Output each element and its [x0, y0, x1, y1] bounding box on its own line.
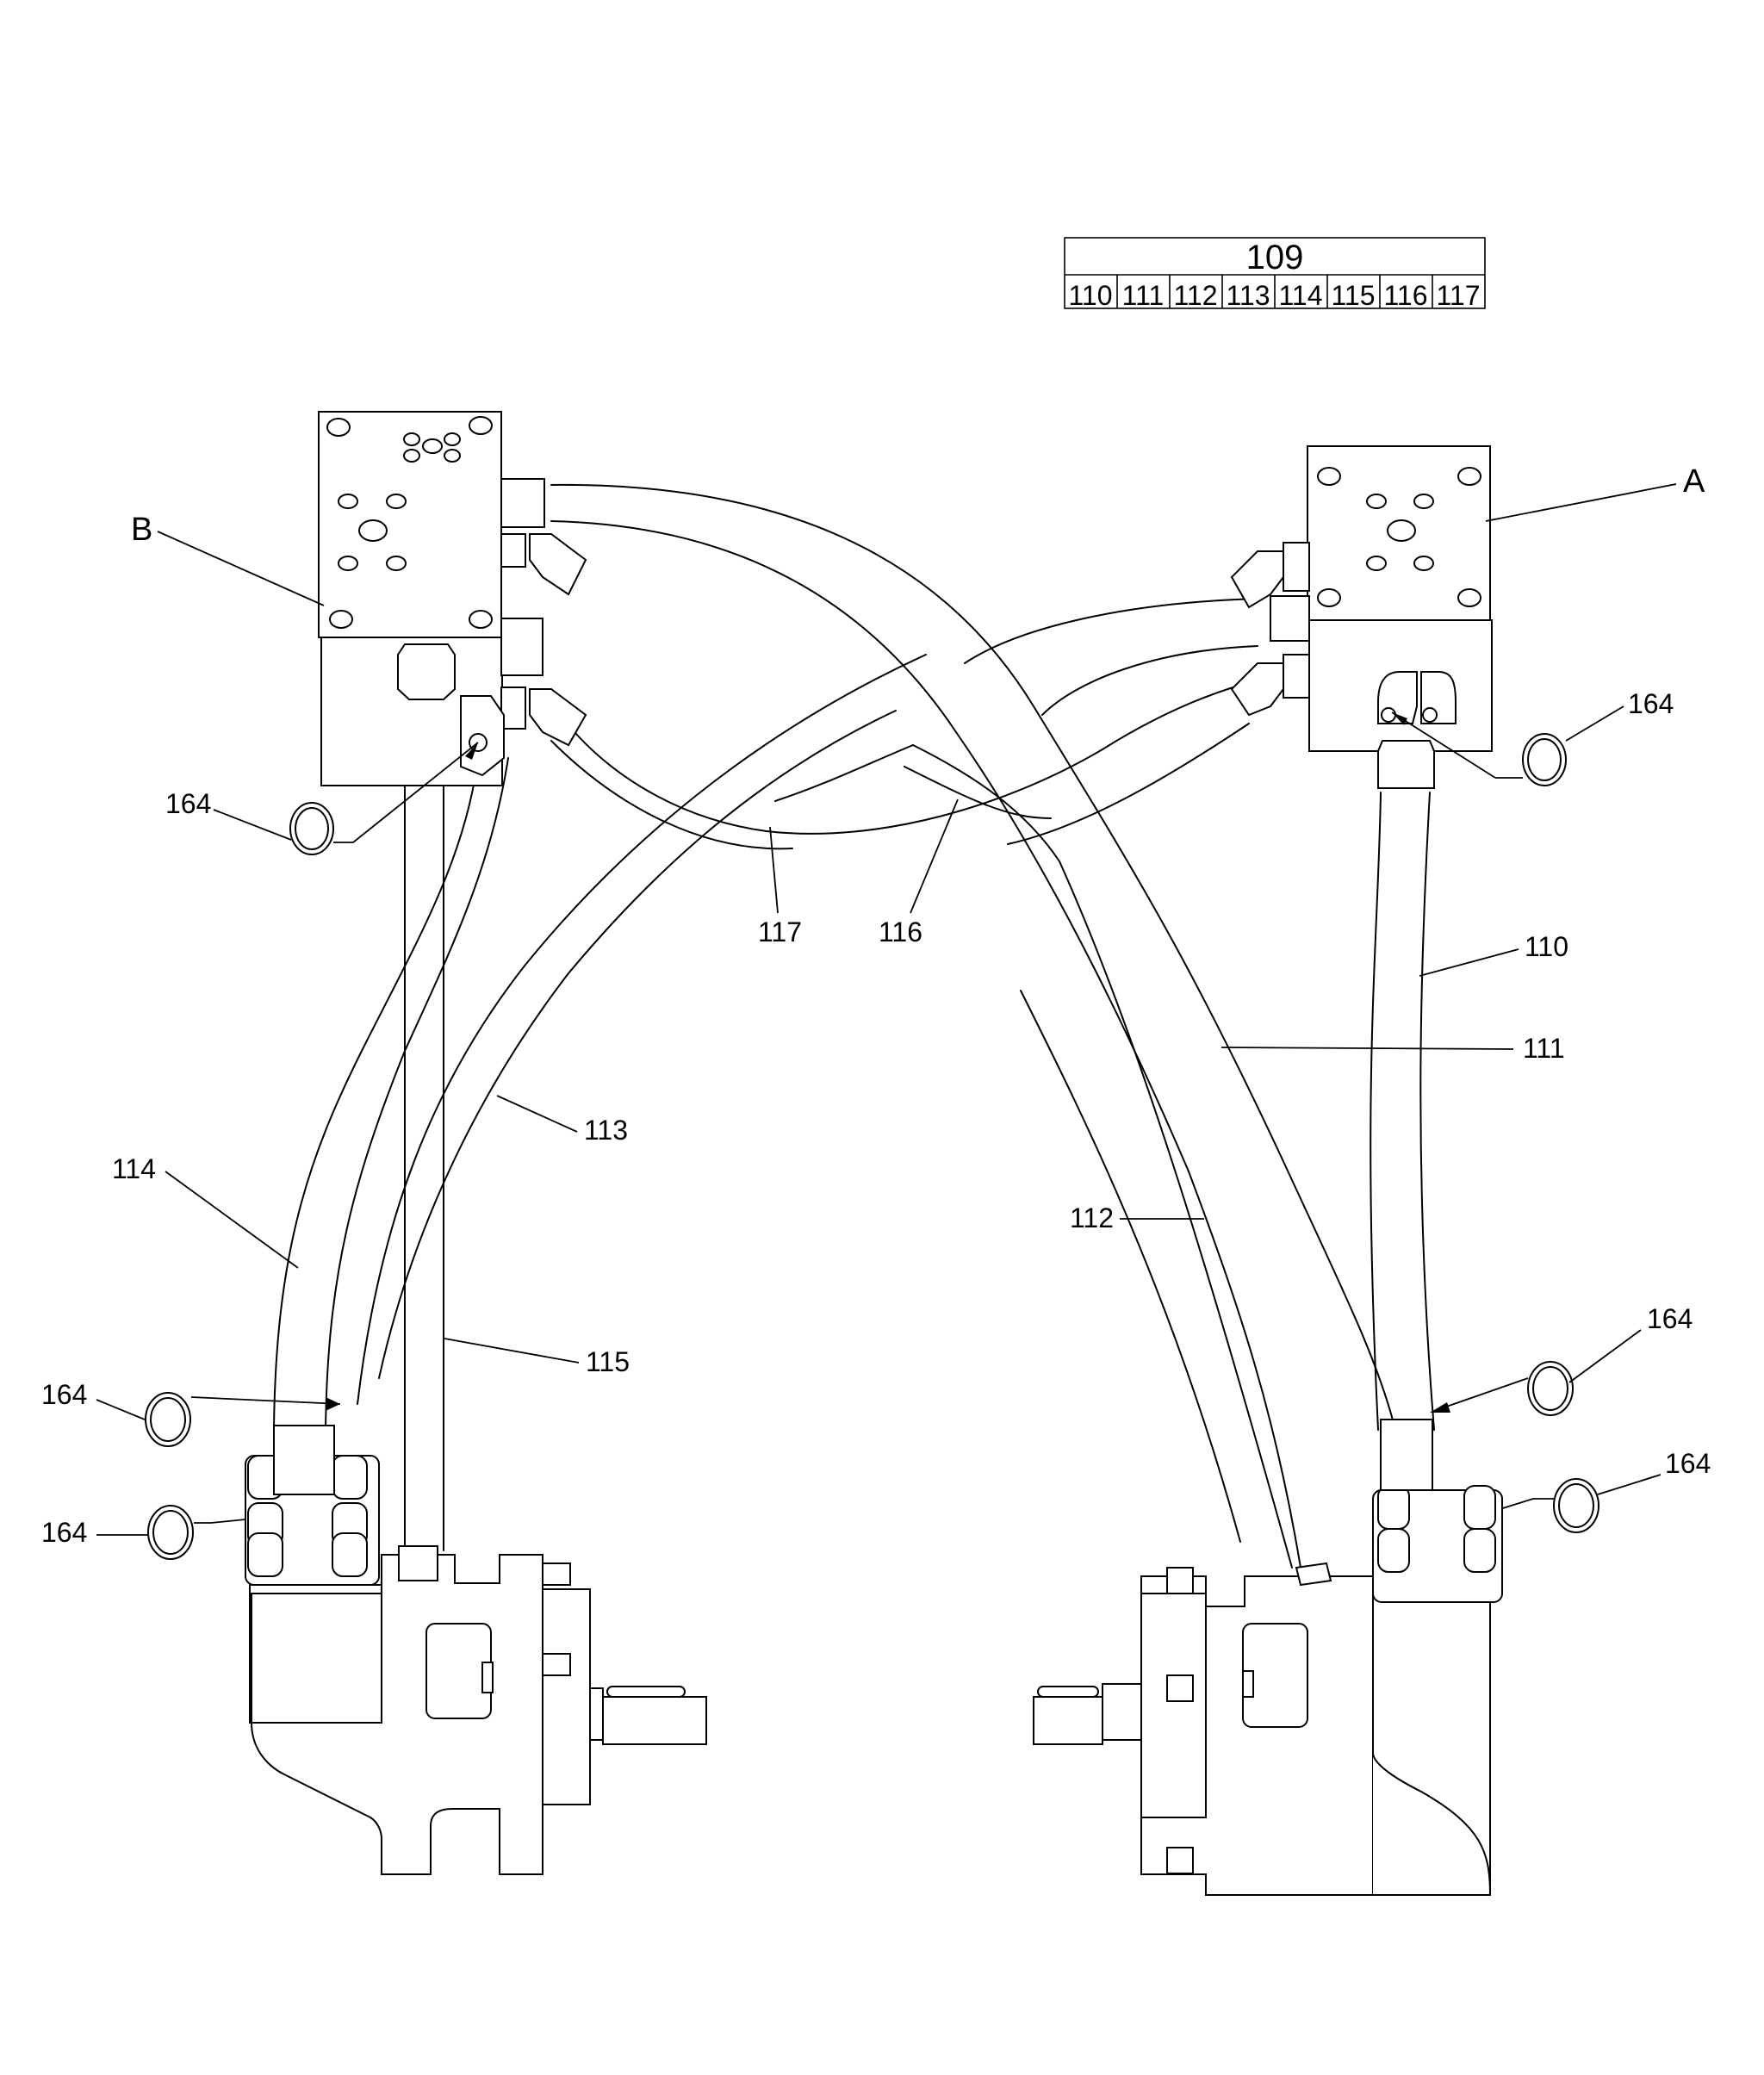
callout-b-leader	[157, 531, 325, 606]
callout-114: 114	[112, 1153, 156, 1184]
kit-table: 109 110 111 112 113 114 115 116 117	[1064, 237, 1486, 311]
pump-left[interactable]	[245, 1425, 707, 1875]
kit-table-cell: 110	[1068, 280, 1112, 311]
kit-table-cell: 116	[1383, 280, 1427, 311]
hoses	[273, 483, 1435, 1569]
callout-a: A	[1683, 463, 1705, 500]
kit-table-header: 109	[1246, 239, 1304, 276]
hose-116	[774, 598, 1258, 819]
pump-left-window	[425, 1623, 492, 1719]
o-ring-164-left-lower[interactable]	[147, 1505, 194, 1560]
valve-block-a-top	[1307, 445, 1491, 621]
valve-block-b[interactable]	[318, 411, 587, 786]
callout-b: B	[131, 512, 152, 548]
valve-block-a[interactable]	[1230, 445, 1493, 789]
hose-113	[357, 654, 927, 1405]
callout-164: 164	[41, 1379, 87, 1410]
hose-111	[550, 483, 1396, 1569]
kit-table-cell: 117	[1436, 280, 1480, 311]
callout-111: 111	[1523, 1033, 1565, 1064]
callout-164: 164	[1647, 1303, 1693, 1334]
kit-table-cell: 115	[1331, 280, 1375, 311]
callout-164: 164	[41, 1517, 87, 1548]
callout-164: 164	[1628, 688, 1674, 719]
callout-115: 115	[586, 1346, 630, 1377]
hose-112	[912, 744, 1293, 1569]
o-ring-164-right-block[interactable]	[1522, 733, 1567, 786]
callout-112: 112	[1070, 1202, 1114, 1233]
kit-table-cell: 114	[1278, 280, 1322, 311]
kit-table-cell: 112	[1173, 280, 1217, 311]
callouts: 110 111 112 113 114 115 116 117	[112, 798, 1568, 1377]
callout-a-leader	[1485, 483, 1677, 522]
kit-table-cell: 111	[1122, 280, 1165, 311]
o-ring-164-right-upper[interactable]	[1527, 1361, 1574, 1416]
hose-115	[404, 654, 444, 1551]
hose-117	[550, 680, 1258, 850]
callout-117: 117	[758, 916, 802, 947]
o-ring-164-left-block[interactable]	[289, 802, 334, 855]
callout-110: 110	[1525, 931, 1568, 962]
callout-164: 164	[1665, 1448, 1711, 1479]
pump-right[interactable]	[1033, 1419, 1503, 1896]
callout-164: 164	[165, 788, 211, 819]
callout-116: 116	[879, 916, 922, 947]
hose-110	[1370, 792, 1435, 1431]
kit-table-cell: 113	[1226, 280, 1270, 311]
callout-113: 113	[584, 1115, 628, 1146]
o-ring-164-left-upper[interactable]	[145, 1392, 191, 1447]
o-ring-164-right-lower[interactable]	[1553, 1478, 1599, 1533]
